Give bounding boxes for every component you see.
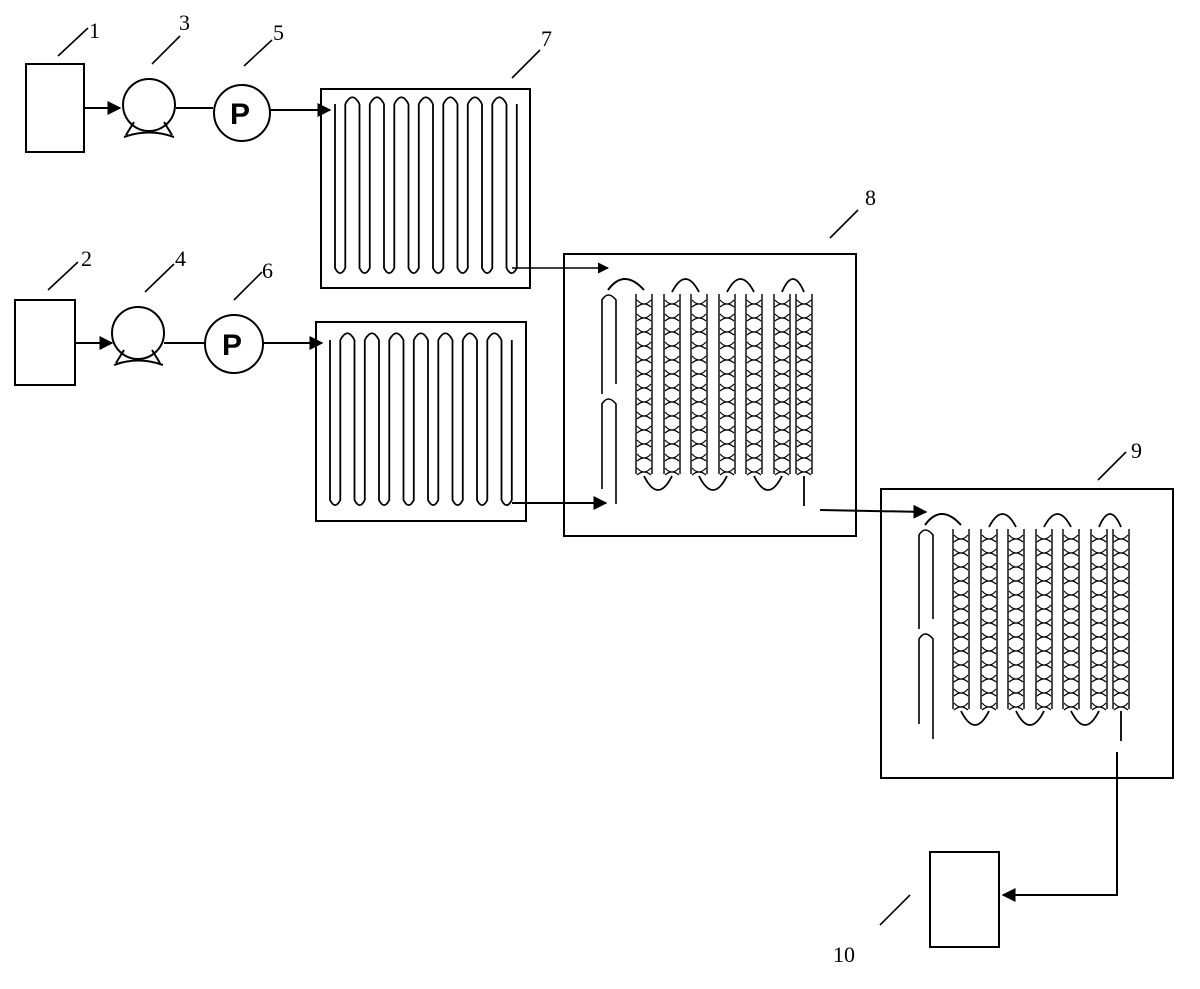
serpentine-reactor-lower bbox=[315, 321, 527, 522]
leader-line-5 bbox=[243, 39, 273, 67]
leader-line-3 bbox=[151, 35, 181, 65]
leader-line-4 bbox=[144, 263, 175, 293]
leader-line-8 bbox=[829, 209, 859, 239]
label-4: 4 bbox=[175, 246, 186, 271]
leader-line-1 bbox=[57, 27, 89, 57]
label-5: 5 bbox=[273, 20, 284, 45]
label-8: 8 bbox=[865, 185, 876, 210]
serpentine-channel-7 bbox=[334, 96, 518, 275]
label-1: 1 bbox=[89, 18, 100, 43]
flow-meter-3 bbox=[122, 78, 176, 138]
serpentine-reactor-7 bbox=[320, 88, 531, 289]
micromixer-reactor-8 bbox=[563, 253, 857, 537]
tank-1 bbox=[25, 63, 85, 153]
pump-5: P bbox=[213, 84, 271, 142]
leader-line-7 bbox=[511, 49, 541, 79]
label-6: 6 bbox=[262, 258, 273, 283]
tank-2 bbox=[14, 299, 76, 386]
leader-line-2 bbox=[47, 261, 79, 291]
pipe-8-9 bbox=[819, 504, 928, 519]
leader-line-9 bbox=[1097, 451, 1127, 481]
label-10: 10 bbox=[833, 942, 855, 967]
micromixer-channel-8 bbox=[601, 278, 813, 506]
pipe-9-10 bbox=[1001, 752, 1118, 902]
leader-line-10 bbox=[879, 894, 911, 926]
pump-6-symbol: P bbox=[222, 329, 242, 362]
pump-6: P bbox=[204, 314, 264, 374]
micromixer-channel-9 bbox=[918, 513, 1130, 741]
pump-5-symbol: P bbox=[230, 98, 250, 131]
serpentine-channel-lower bbox=[329, 332, 513, 507]
flow-meter-4 bbox=[111, 306, 165, 366]
label-3: 3 bbox=[179, 10, 190, 35]
collector-tank-10 bbox=[929, 851, 1000, 948]
micromixer-reactor-9 bbox=[880, 488, 1174, 779]
leader-line-6 bbox=[233, 271, 263, 301]
label-7: 7 bbox=[541, 26, 552, 51]
label-9: 9 bbox=[1131, 438, 1142, 463]
label-2: 2 bbox=[81, 246, 92, 271]
